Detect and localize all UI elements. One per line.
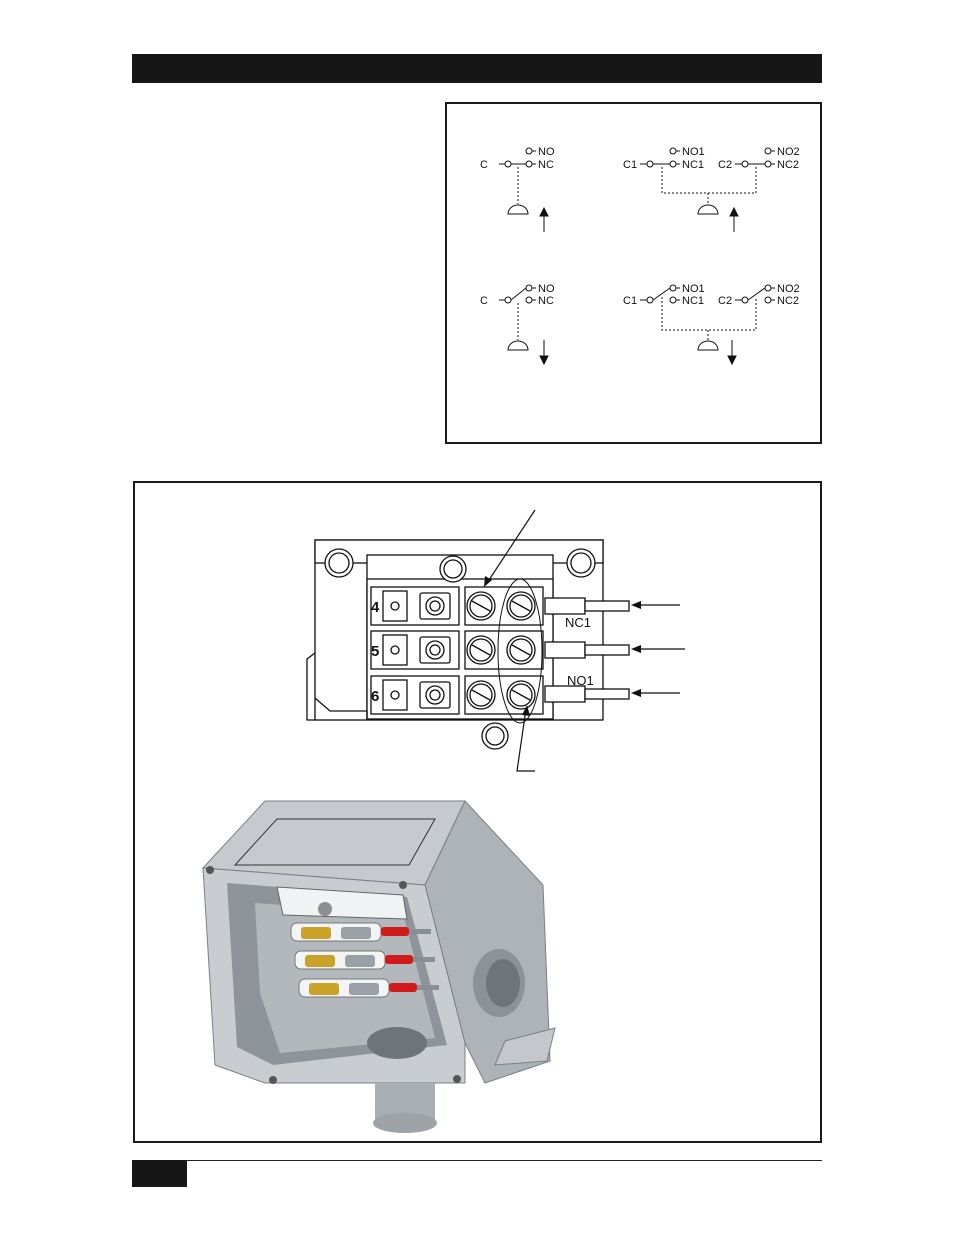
label-nc2-top: NC2 [777, 159, 799, 171]
label-nc-top: NC [538, 159, 554, 171]
terminal-block [307, 540, 629, 749]
wire-tag-nc1: NC1 [565, 615, 591, 630]
dual-switch-down [640, 285, 775, 364]
label-c1-top: C1 [623, 159, 637, 171]
terminal-number-4: 4 [371, 599, 380, 616]
enclosure-render [203, 801, 555, 1133]
terminal-row-5 [371, 631, 543, 669]
label-no1-top: NO1 [682, 146, 705, 158]
wiring-illustration: 4 5 6 NC1 NO1 [135, 483, 820, 1141]
label-no2-top: NO2 [777, 146, 800, 158]
label-c-bottom: C [480, 295, 488, 307]
dual-switch-up [640, 148, 775, 232]
brass-terminals [291, 923, 389, 997]
footer-rule [132, 1160, 822, 1161]
terminal-number-6: 6 [371, 688, 379, 705]
terminal-row-4 [371, 587, 543, 625]
switch-diagram-panel: C NO NC C1 NO1 NC1 C2 NO2 NC2 C NO NC C1… [445, 102, 822, 444]
label-c2-bottom: C2 [718, 295, 732, 307]
label-nc1-bottom: NC1 [682, 295, 704, 307]
label-c-top: C [480, 159, 488, 171]
label-c2-top: C2 [718, 159, 732, 171]
label-no1-bottom: NO1 [682, 283, 705, 295]
label-nc-bottom: NC [538, 295, 554, 307]
label-nc1-top: NC1 [682, 159, 704, 171]
footer-page-block [132, 1160, 187, 1187]
label-nc2-bottom: NC2 [777, 295, 799, 307]
header-bar [132, 54, 822, 83]
label-no2-bottom: NO2 [777, 283, 800, 295]
label-no-bottom: NO [538, 283, 555, 295]
switch-schematics: C NO NC C1 NO1 NC1 C2 NO2 NC2 C NO NC C1… [447, 104, 820, 442]
label-c1-bottom: C1 [623, 295, 637, 307]
label-no-top: NO [538, 146, 555, 158]
wire-tag-no1: NO1 [567, 673, 594, 688]
wiring-diagram-panel: 4 5 6 NC1 NO1 [133, 481, 822, 1143]
terminal-number-5: 5 [371, 643, 379, 660]
terminal-row-6 [371, 676, 543, 714]
